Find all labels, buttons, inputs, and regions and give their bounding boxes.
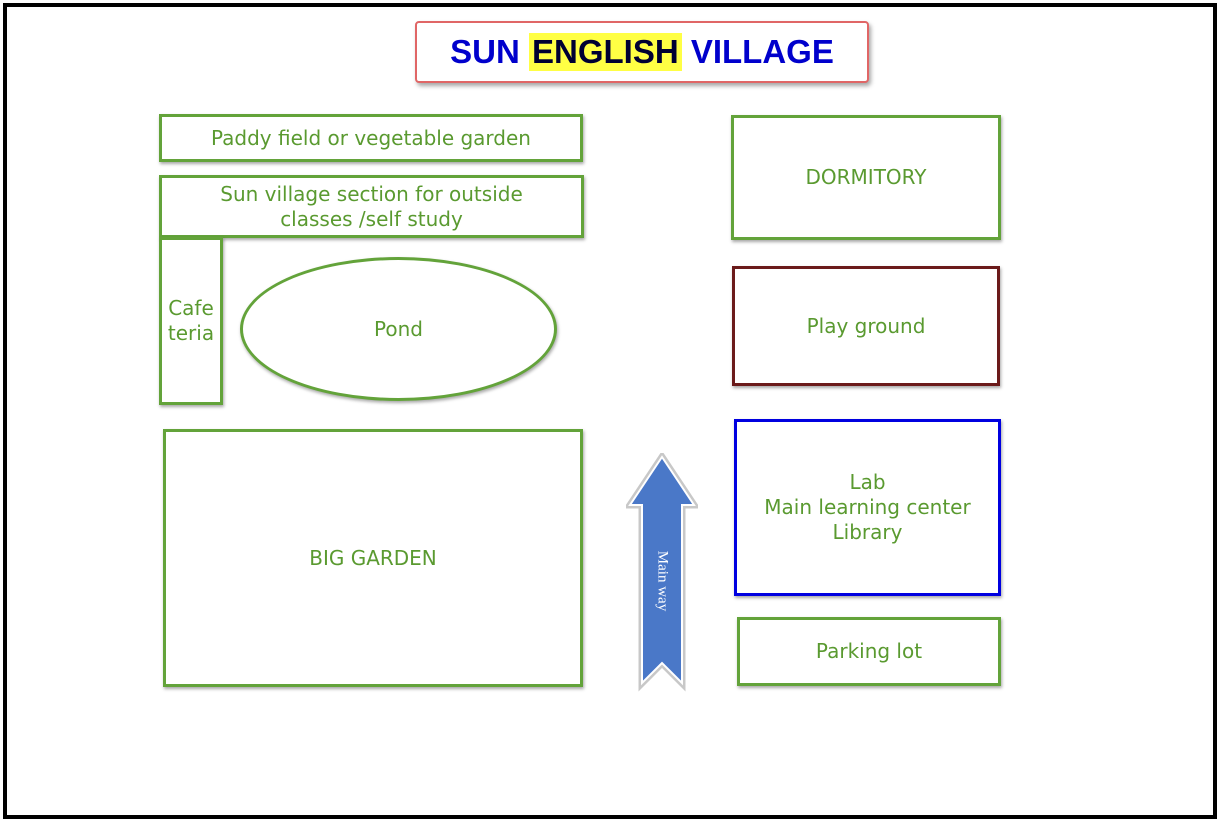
zone-learning-center: Lab Main learning center Library <box>734 419 1001 596</box>
zone-playground: Play ground <box>732 266 1000 386</box>
zone-outside-classes: Sun village section for outside classes … <box>159 175 584 238</box>
map-title: SUN ENGLISH VILLAGE <box>415 21 869 83</box>
title-part-2: VILLAGE <box>681 33 834 70</box>
main-way-label: Main way <box>655 551 671 612</box>
zone-paddy-field: Paddy field or vegetable garden <box>159 114 583 162</box>
pond-label: Pond <box>374 317 423 341</box>
zone-pond: Pond <box>240 257 557 401</box>
zone-parking-lot: Parking lot <box>737 617 1001 686</box>
arrow-shape <box>628 455 696 686</box>
zone-dormitory: DORMITORY <box>731 115 1001 240</box>
title-part-1: SUN <box>450 33 529 70</box>
zone-cafeteria: Cafe teria <box>159 237 223 405</box>
zone-big-garden: BIG GARDEN <box>163 429 583 687</box>
main-way-arrow: Main way <box>626 453 698 692</box>
title-highlight: ENGLISH <box>528 33 682 71</box>
